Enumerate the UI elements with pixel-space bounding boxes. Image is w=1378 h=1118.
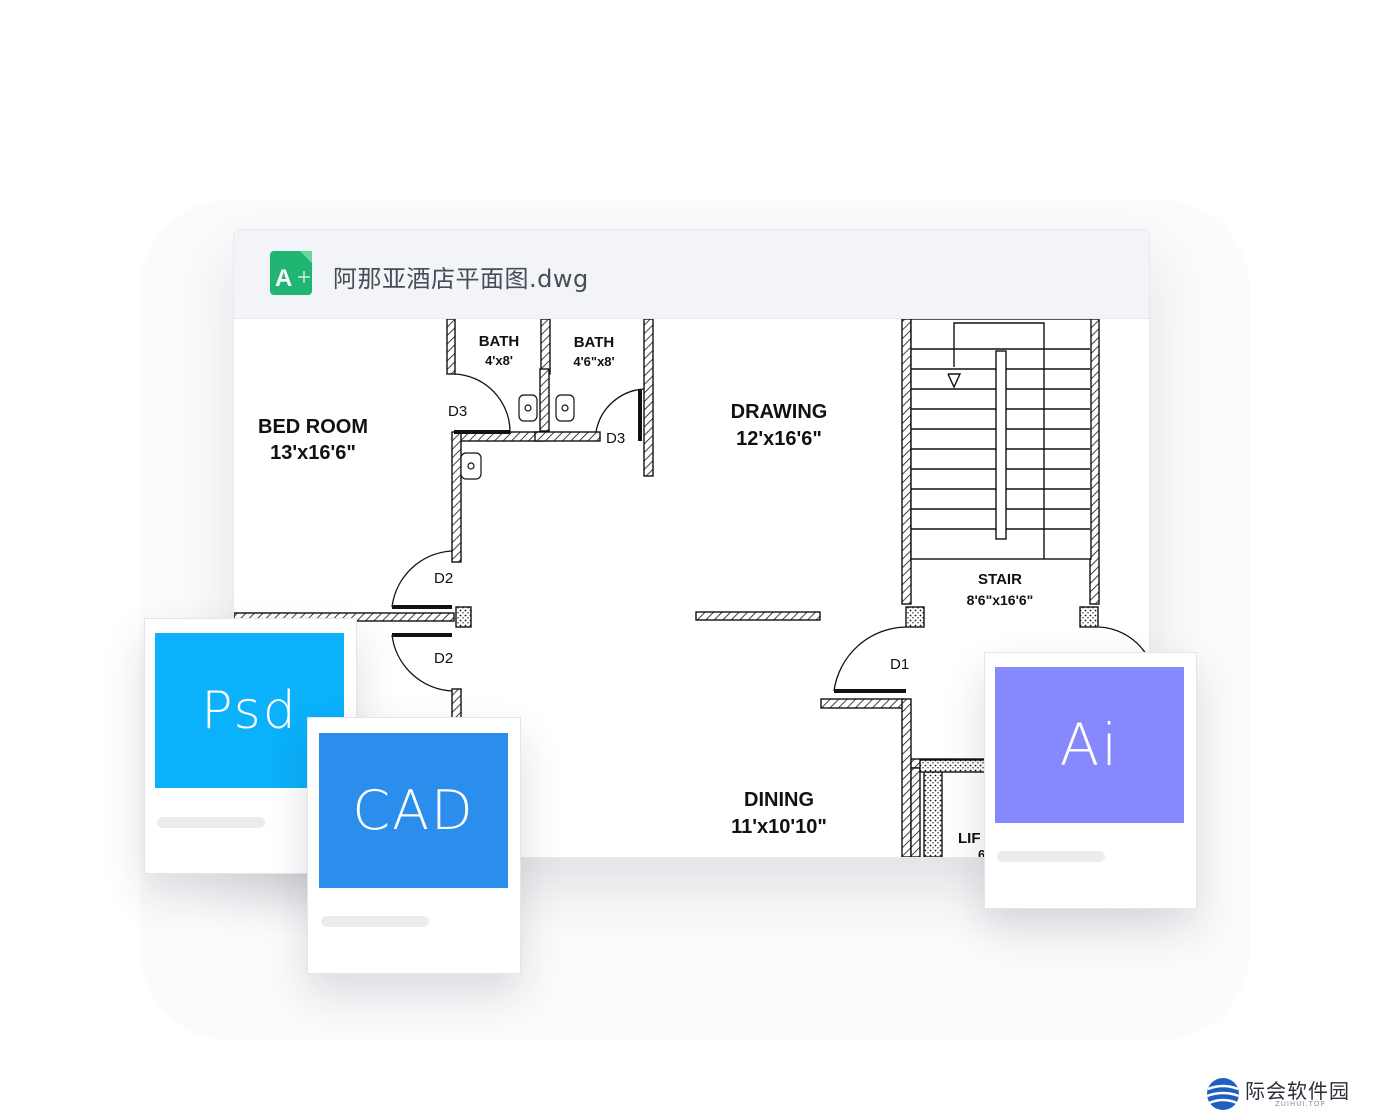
watermark-subtext: ZUIHUI.TOP (1275, 1100, 1326, 1108)
room-bed-room-size: 13'x16'6" (270, 442, 356, 464)
room-drawing-size: 12'x16'6" (736, 428, 822, 450)
room-bath-1-name: BATH (479, 333, 520, 350)
door-d1: D1 (890, 656, 909, 673)
room-bath-1-size: 4'x8' (485, 353, 513, 368)
room-bed-room-name: BED ROOM (258, 416, 368, 438)
room-bath-2-size: 4'6"x8' (573, 354, 614, 369)
room-labels: BED ROOM 13'x16'6" BATH 4'x8' BATH 4'6"x… (258, 333, 1033, 857)
room-dining-size: 11'x10'10" (731, 816, 827, 838)
globe-logo-icon (1206, 1078, 1240, 1110)
cad-thumbnail: CAD (319, 733, 508, 888)
svg-text:A: A (275, 265, 292, 292)
watermark-text: 际会软件园 (1245, 1079, 1350, 1103)
room-dining-name: DINING (744, 789, 814, 811)
cad-label: CAD (352, 779, 475, 842)
ai-label: Ai (1059, 711, 1120, 779)
watermark: 际会软件园 ZUIHUI.TOP (1205, 1073, 1355, 1113)
cad-caption-placeholder (321, 916, 429, 927)
psd-file-card[interactable]: Psd (144, 618, 357, 874)
cad-file-card[interactable]: CAD (307, 717, 521, 974)
room-stair-size: 8'6"x16'6" (967, 592, 1034, 608)
ai-file-card[interactable]: Ai (984, 652, 1197, 909)
ai-caption-placeholder (997, 851, 1105, 862)
door-d2-lower: D2 (434, 650, 453, 667)
door-d3-right: D3 (606, 430, 625, 447)
door-d3-left: D3 (448, 403, 467, 420)
autocad-file-icon: A (270, 251, 312, 295)
floor-plan-drawing[interactable]: BED ROOM 13'x16'6" BATH 4'x8' BATH 4'6"x… (234, 319, 1149, 857)
bath-fixtures (460, 394, 575, 480)
window-titlebar: A 阿那亚酒店平面图.dwg (234, 230, 1149, 319)
door-swings (391, 373, 1149, 693)
file-name: 阿那亚酒店平面图.dwg (333, 265, 589, 293)
stair-treads (910, 319, 1092, 560)
room-lift-size: 6 (978, 847, 985, 857)
room-drawing-name: DRAWING (731, 401, 828, 423)
room-bath-2-name: BATH (574, 334, 615, 351)
room-lift-name: LIF (958, 830, 981, 847)
door-labels: D3 D3 D2 D2 D1 (434, 403, 909, 673)
columns (455, 606, 1099, 857)
psd-caption-placeholder (157, 817, 265, 828)
walls (234, 319, 1100, 857)
room-stair-name: STAIR (978, 571, 1022, 588)
ai-thumbnail: Ai (995, 667, 1184, 823)
door-d2-upper: D2 (434, 570, 453, 587)
psd-label: Psd (201, 680, 298, 741)
